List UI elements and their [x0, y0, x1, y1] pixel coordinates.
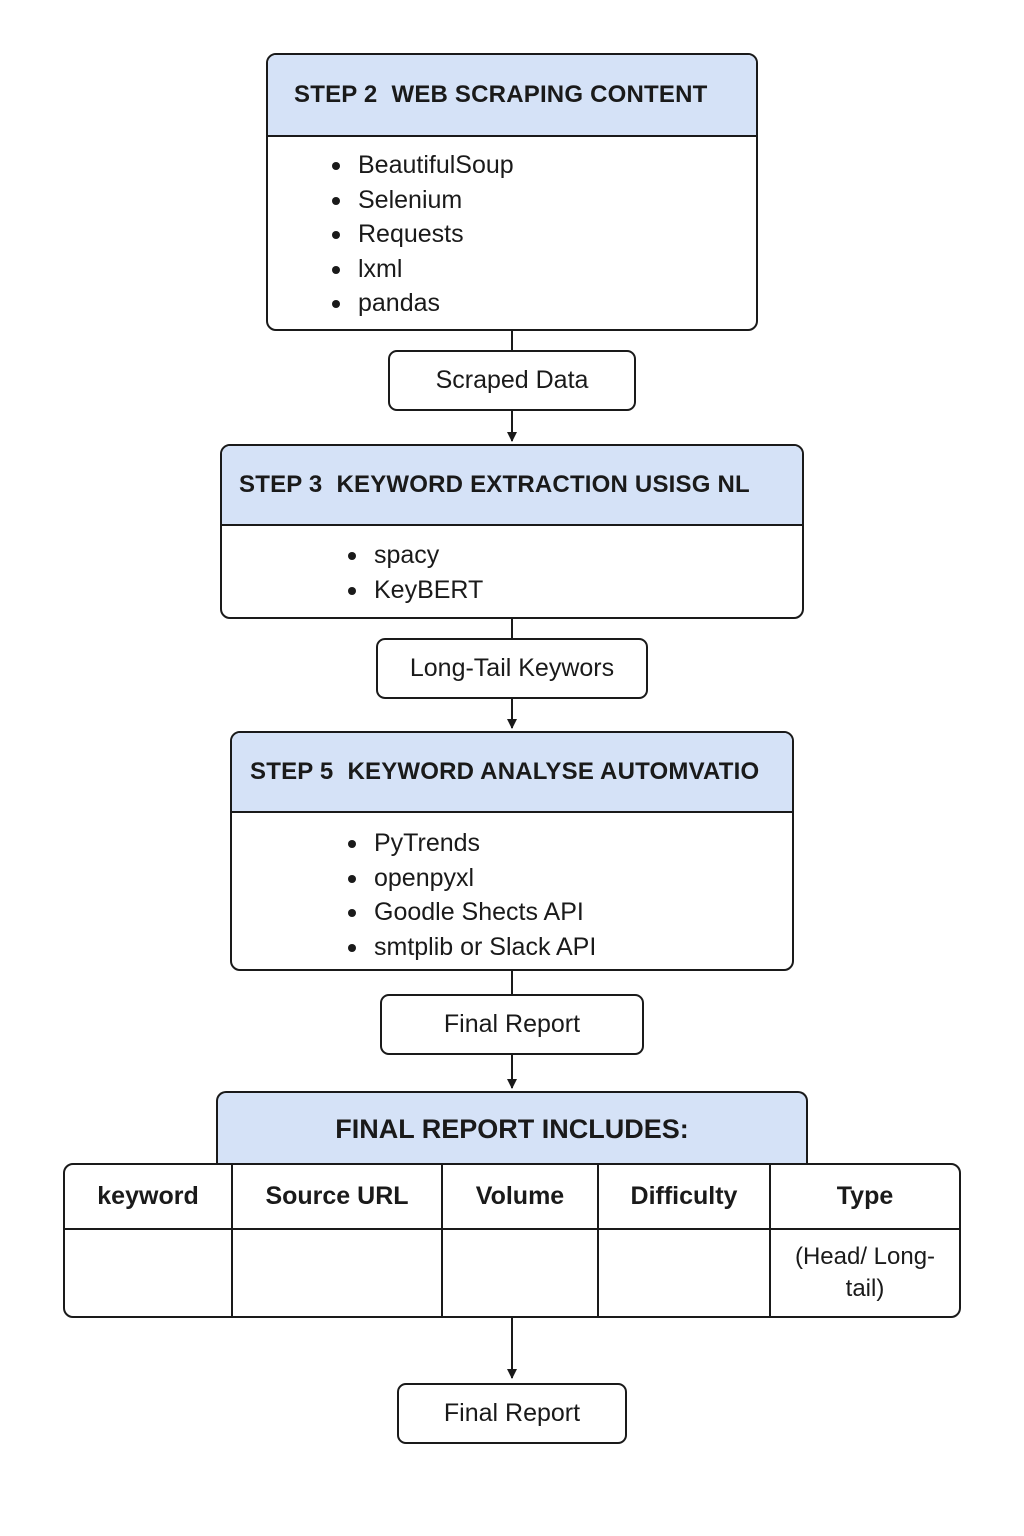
step2-header: STEP 2 WEB SCRAPING CONTENT [268, 55, 756, 137]
step5-number: STEP 5 [250, 758, 334, 785]
list-item: PyTrends [348, 826, 596, 861]
step3-tool-list: spacy KeyBERT [348, 538, 483, 607]
list-item: pandas [332, 286, 514, 321]
step2-box: STEP 2 WEB SCRAPING CONTENT BeautifulSou… [266, 53, 758, 331]
list-item: Goodle Shects API [348, 895, 596, 930]
step2-tool-list: BeautifulSoup Selenium Requests lxml pan… [332, 148, 514, 321]
list-item: smtplib or Slack API [348, 930, 596, 965]
step3-header: STEP 3 KEYWORD EXTRACTION USISG NL [222, 446, 802, 526]
list-item: openpyxl [348, 861, 596, 896]
table-cell-source-url [233, 1230, 443, 1316]
scraped-data-label: Scraped Data [388, 350, 636, 411]
final-report-connector-label: Final Report [380, 994, 644, 1055]
list-item: Selenium [332, 183, 514, 218]
list-item: lxml [332, 252, 514, 287]
table-cell-difficulty [599, 1230, 771, 1316]
step3-number: STEP 3 [239, 471, 323, 498]
report-table: keyword Source URL Volume Difficulty Typ… [63, 1163, 961, 1318]
step3-box: STEP 3 KEYWORD EXTRACTION USISG NL spacy… [220, 444, 804, 619]
list-item: KeyBERT [348, 573, 483, 608]
step2-title: WEB SCRAPING CONTENT [391, 81, 708, 108]
step5-header: STEP 5 KEYWORD ANALYSE AUTOMVATIO [232, 733, 792, 813]
step5-title: KEYWORD ANALYSE AUTOMVATIO [347, 758, 760, 785]
step5-tool-list: PyTrends openpyxl Goodle Shects API smtp… [348, 826, 596, 964]
step3-title: KEYWORD EXTRACTION USISG NL [336, 471, 750, 498]
step5-box: STEP 5 KEYWORD ANALYSE AUTOMVATIO PyTren… [230, 731, 794, 971]
final-report-output-label: Final Report [397, 1383, 627, 1444]
column-header-source-url: Source URL [233, 1165, 443, 1230]
list-item: BeautifulSoup [332, 148, 514, 183]
column-header-keyword: keyword [65, 1165, 233, 1230]
column-header-difficulty: Difficulty [599, 1165, 771, 1230]
table-cell-type: (Head/ Long-tail) [794, 1243, 936, 1302]
table-cell-volume [443, 1230, 599, 1316]
report-includes-header: FINAL REPORT INCLUDES: [216, 1091, 808, 1165]
step2-number: STEP 2 [294, 81, 378, 108]
list-item: spacy [348, 538, 483, 573]
table-cell-keyword [65, 1230, 233, 1316]
column-header-type: Type [771, 1165, 959, 1230]
column-header-volume: Volume [443, 1165, 599, 1230]
long-tail-keywords-label: Long-Tail Keywors [376, 638, 648, 699]
list-item: Requests [332, 217, 514, 252]
